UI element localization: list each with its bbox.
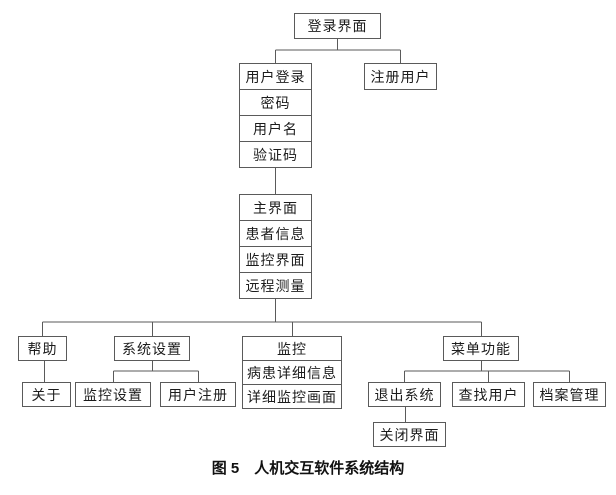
node-remote-measure: 远程测量 — [239, 272, 312, 299]
node-help: 帮助 — [18, 336, 67, 361]
node-monitor-interface: 监控界面 — [239, 246, 312, 273]
node-user-register: 用户注册 — [160, 382, 236, 407]
node-username: 用户名 — [239, 115, 312, 142]
node-menu-functions: 菜单功能 — [443, 336, 519, 361]
node-main-interface: 主界面 — [239, 194, 312, 221]
node-login-interface: 登录界面 — [294, 13, 381, 39]
node-archive-manage: 档案管理 — [533, 382, 606, 407]
node-about: 关于 — [22, 382, 71, 407]
node-system-settings: 系统设置 — [114, 336, 190, 361]
node-register-user: 注册用户 — [364, 63, 437, 90]
node-close-interface: 关闭界面 — [373, 422, 446, 447]
node-password: 密码 — [239, 89, 312, 116]
node-patient-info: 患者信息 — [239, 220, 312, 247]
node-exit-system: 退出系统 — [368, 382, 441, 407]
node-monitor: 监控 — [242, 336, 342, 361]
node-monitor-detail: 详细监控画面 — [242, 384, 342, 409]
node-find-user: 查找用户 — [452, 382, 525, 407]
node-patient-detail: 病患详细信息 — [242, 360, 342, 385]
figure-caption: 图 5 人机交互软件系统结构 — [211, 460, 405, 477]
node-captcha: 验证码 — [239, 141, 312, 168]
node-monitor-settings: 监控设置 — [75, 382, 151, 407]
node-user-login: 用户登录 — [239, 63, 312, 90]
